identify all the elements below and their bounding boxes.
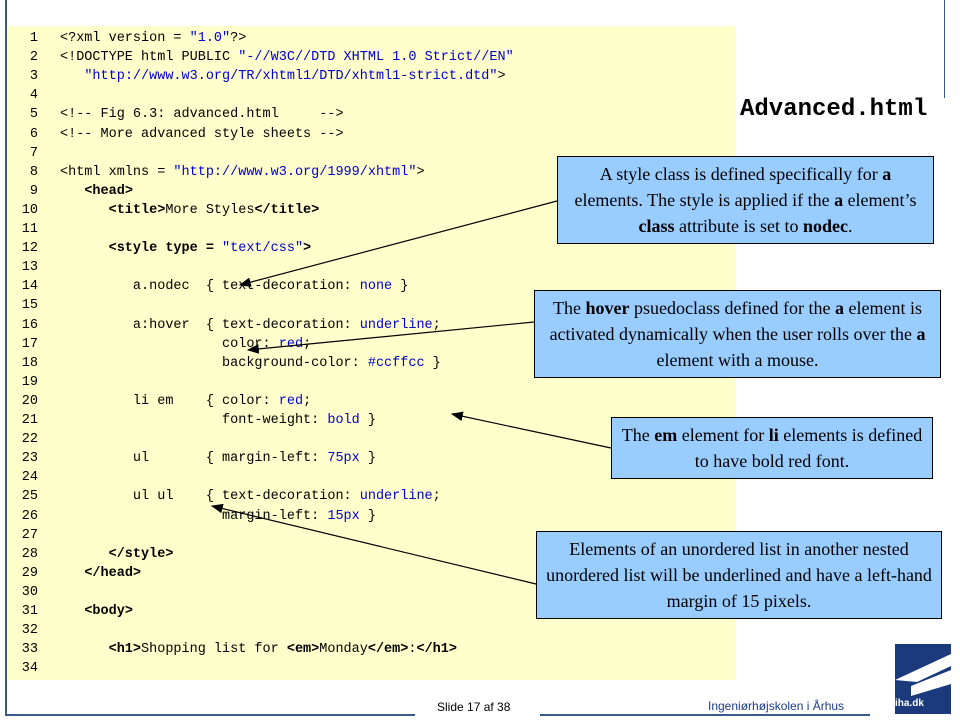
- organization-name: Ingeniørhøjskolen i Århus: [708, 699, 845, 713]
- line-number: 23: [21, 451, 38, 467]
- code-text: <style type = "text/css">: [108, 241, 312, 257]
- line-number: 3: [29, 69, 38, 85]
- slide-number: Slide 17 af 38: [437, 700, 511, 714]
- line-number: 11: [21, 222, 38, 237]
- line-number: 15: [21, 298, 38, 314]
- line-number: 26: [21, 508, 38, 524]
- line-number: 30: [21, 584, 38, 600]
- line-number: 29: [21, 565, 38, 581]
- code-text: margin-left: 15px }: [60, 508, 376, 524]
- code-text: <!-- More advanced style sheets -->: [60, 126, 344, 142]
- line-number: 16: [21, 317, 38, 333]
- callout-nodec-class: A style class is defined specifically fo…: [557, 156, 934, 244]
- code-text: <!DOCTYPE html PUBLIC "-//W3C//DTD XHTML…: [60, 50, 514, 66]
- slide-frame-right: [944, 0, 945, 98]
- line-number: 4: [29, 88, 38, 104]
- line-number: 32: [21, 623, 38, 639]
- code-text: </style>: [108, 546, 174, 562]
- line-number: 5: [29, 107, 38, 123]
- line-number: 9: [29, 183, 38, 199]
- line-number: 2: [29, 50, 38, 66]
- line-number: 17: [21, 336, 38, 352]
- line-number: 12: [21, 241, 38, 257]
- line-number: 14: [21, 279, 38, 295]
- code-text: background-color: #ccffcc }: [60, 355, 441, 371]
- line-number: 19: [21, 374, 38, 390]
- line-number: 13: [21, 260, 38, 276]
- line-number: 1: [29, 31, 38, 46]
- code-text: <body>: [84, 604, 133, 619]
- code-text: a:hover { text-decoration: underline;: [60, 317, 441, 333]
- line-number: 8: [29, 164, 38, 180]
- line-number: 22: [21, 432, 38, 448]
- line-number: 31: [21, 604, 38, 619]
- line-number: 27: [21, 527, 38, 543]
- callout-nested-ul: Elements of an unordered list in another…: [536, 531, 942, 619]
- line-number: 24: [21, 470, 38, 486]
- code-text: <html xmlns = "http://www.w3.org/1999/xh…: [60, 164, 425, 180]
- line-number: 20: [21, 393, 38, 409]
- code-text: <!-- Fig 6.3: advanced.html -->: [60, 107, 344, 123]
- line-number: 18: [21, 355, 38, 371]
- line-number: 7: [29, 145, 38, 161]
- logo-text: iha.dk: [895, 698, 924, 709]
- code-text: li em { color: red;: [60, 393, 312, 409]
- slide-frame-left: [5, 0, 7, 716]
- code-text: ul ul { text-decoration: underline;: [60, 489, 441, 505]
- code-text: <h1>Shopping list for <em>Monday</em>:</…: [108, 642, 457, 658]
- slide-frame-bottom-right: [540, 714, 870, 716]
- line-number: 28: [21, 546, 38, 562]
- code-text: <title>More Styles</title>: [108, 202, 320, 218]
- line-number: 10: [21, 202, 38, 218]
- code-text: ul { margin-left: 75px }: [60, 451, 376, 467]
- callout-hover-pseudoclass: The hover psuedoclass defined for the a …: [534, 290, 941, 378]
- code-text: <?xml version = "1.0"?>: [60, 31, 247, 46]
- code-text: a.nodec { text-decoration: none }: [60, 279, 409, 295]
- line-number: 34: [21, 661, 38, 677]
- slide-title: Advanced.html: [740, 96, 928, 123]
- slide-frame-bottom-left: [5, 714, 415, 716]
- line-number: 25: [21, 489, 38, 505]
- iha-logo-icon: [877, 640, 953, 716]
- line-number: 33: [21, 642, 38, 658]
- callout-li-em: The em element for li elements is define…: [611, 417, 933, 479]
- code-text: font-weight: bold }: [60, 413, 376, 428]
- code-text: <head>: [84, 183, 133, 199]
- line-number: 21: [21, 413, 38, 428]
- code-text: color: red;: [60, 336, 312, 352]
- code-text: "http://www.w3.org/TR/xhtml1/DTD/xhtml1-…: [84, 69, 506, 85]
- code-text: </head>: [84, 565, 142, 581]
- line-number: 6: [29, 126, 38, 142]
